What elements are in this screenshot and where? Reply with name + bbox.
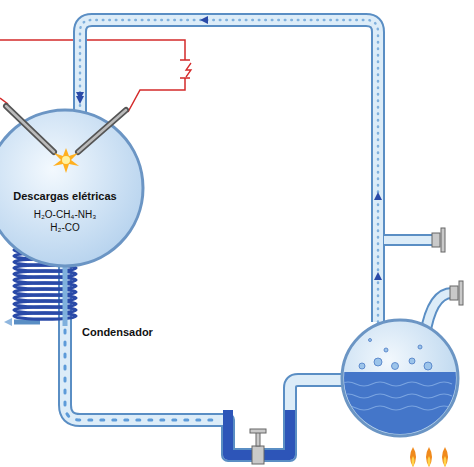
electrode (6, 106, 126, 152)
electric-spark (53, 148, 79, 173)
electric-wire (128, 78, 185, 112)
part-label: Condensador (82, 326, 153, 338)
node-heading: Descargas elétricas (0, 190, 140, 202)
chemical-formula: H₂O-CH₄-NH₃ (0, 209, 140, 220)
burner-flame (410, 447, 448, 467)
electric-wire (0, 40, 185, 60)
boiling-flask (340, 320, 460, 442)
reaction-sphere: Descargas elétricasH₂O-CH₄-NH₃ H₂-CO (0, 108, 145, 268)
valve-symbol (250, 228, 463, 464)
switch-symbol (180, 60, 190, 78)
chemical-formula: H₂-CO (0, 222, 140, 233)
sphere-outline (0, 108, 145, 268)
flow-arrow (76, 96, 84, 104)
spark-symbol (186, 63, 191, 77)
electric-wire (0, 98, 8, 104)
